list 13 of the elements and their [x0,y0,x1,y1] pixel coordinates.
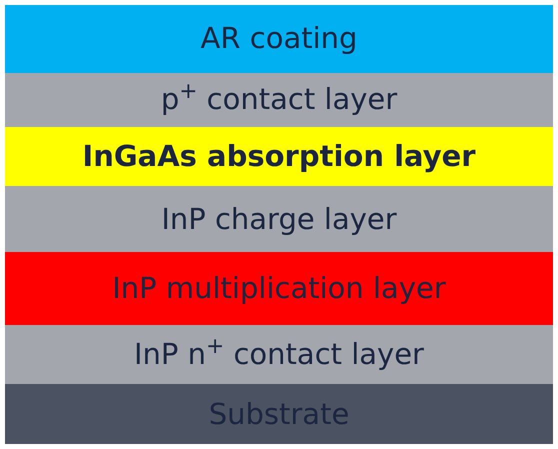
layer-label: InGaAs absorption layer [82,142,476,171]
layer-band [5,252,553,326]
layer-label: InP n$^{+}$ contact layer [134,340,424,370]
layer-label: p$^{+}$ contact layer [160,85,398,114]
layer-band [5,186,553,252]
layer-band [5,5,553,73]
layer-band [5,325,553,384]
layer-label: InP charge layer [161,204,397,234]
layer-band [5,72,553,127]
layer-band [5,126,553,186]
layer-band [5,384,553,444]
layer-label: AR coating [200,24,358,54]
layer-label: InP multiplication layer [112,274,446,304]
